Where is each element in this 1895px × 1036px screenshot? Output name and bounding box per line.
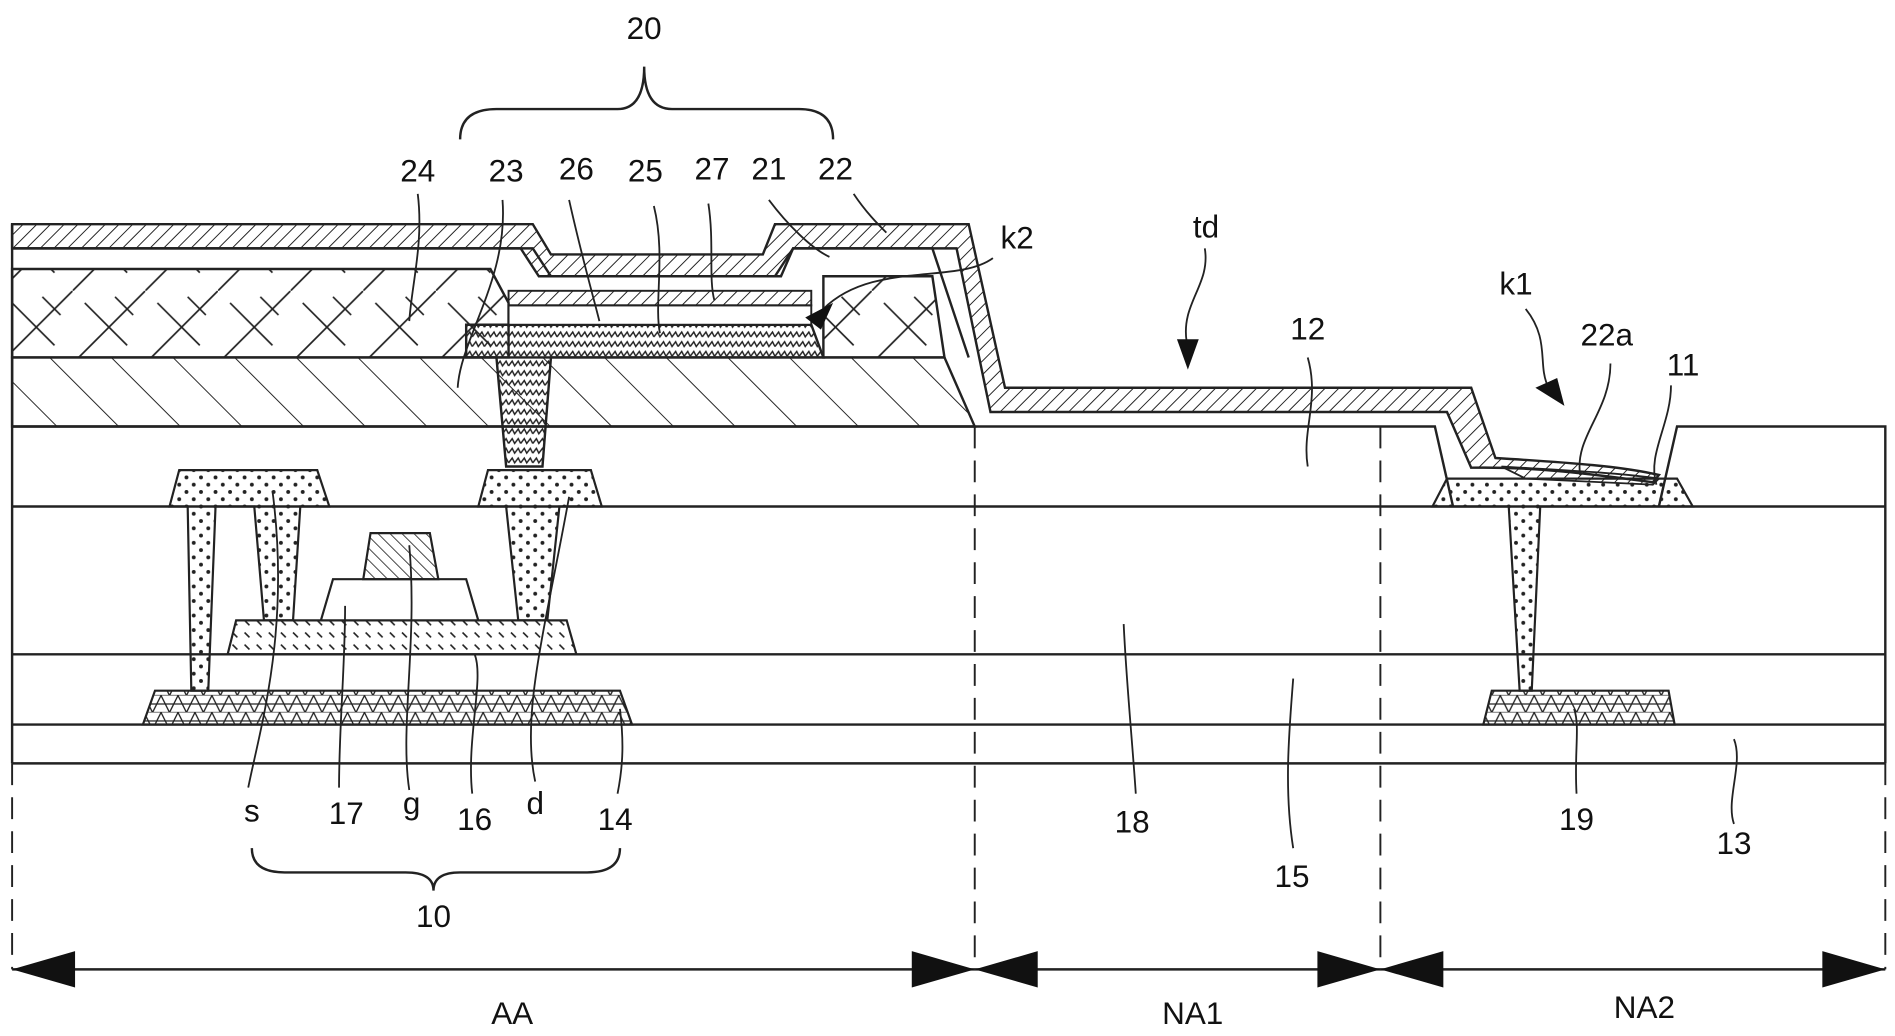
label-10: 10 [416, 898, 451, 934]
arrowhead-k2 [805, 302, 834, 330]
label-d: d [526, 785, 544, 821]
label-k1: k1 [1499, 265, 1532, 301]
layer-19 [1481, 689, 1676, 726]
drain-d [476, 469, 604, 622]
label-20: 20 [627, 10, 662, 46]
label-23: 23 [489, 153, 524, 189]
layer-12-top-na2 [1657, 425, 1887, 764]
emission-layer-26 [507, 304, 813, 326]
arrowhead-td [1176, 339, 1199, 370]
arrowhead-na1-right [1317, 951, 1381, 988]
gate-g [361, 532, 440, 581]
region-label-na2: NA2 [1614, 989, 1675, 1025]
label-21: 21 [751, 150, 786, 186]
region-label-na1: NA1 [1162, 995, 1223, 1031]
label-11: 11 [1667, 347, 1700, 383]
label-15: 15 [1274, 858, 1309, 894]
arrowhead-k1 [1535, 378, 1565, 406]
label-k2: k2 [1000, 219, 1033, 255]
cathode-27 [507, 289, 813, 307]
label-26: 26 [559, 150, 594, 186]
arrowhead-na1-left [974, 951, 1038, 988]
brace-20 [458, 66, 835, 140]
active-layer-16 [226, 619, 578, 656]
source-s [168, 469, 331, 692]
label-18: 18 [1115, 803, 1150, 839]
region-dimension-arrows [12, 951, 1886, 988]
arrowhead-aa-left [12, 951, 76, 988]
label-19: 19 [1559, 801, 1594, 837]
label-s: s [244, 793, 260, 829]
label-27: 27 [694, 150, 729, 186]
thin-film-transistor [141, 469, 634, 726]
pixel-definition-layer-right [822, 275, 946, 359]
label-td: td [1193, 208, 1219, 244]
label-22: 22 [818, 150, 853, 186]
label-22a: 22a [1581, 316, 1634, 352]
label-12: 12 [1290, 310, 1325, 346]
pixel-definition-layer-24 [10, 267, 510, 359]
layer-14 [141, 689, 634, 726]
label-13: 13 [1716, 825, 1751, 861]
leader-lines [247, 193, 1738, 849]
label-14: 14 [598, 801, 633, 837]
planarization-layer [10, 356, 977, 428]
gate-insulator-17 [319, 578, 480, 622]
region-label-aa: AA [491, 995, 533, 1031]
arrowhead-aa-right [911, 951, 975, 988]
label-25: 25 [628, 153, 663, 189]
arrowhead-na2-left [1380, 951, 1444, 988]
label-g: g [403, 785, 421, 821]
anode-25 [464, 323, 826, 468]
arrowhead-na2-right [1822, 951, 1886, 988]
label-24: 24 [400, 153, 435, 189]
label-16: 16 [457, 801, 492, 837]
brace-10 [250, 848, 622, 891]
contact-11 [1430, 477, 1695, 692]
label-17: 17 [329, 795, 364, 831]
